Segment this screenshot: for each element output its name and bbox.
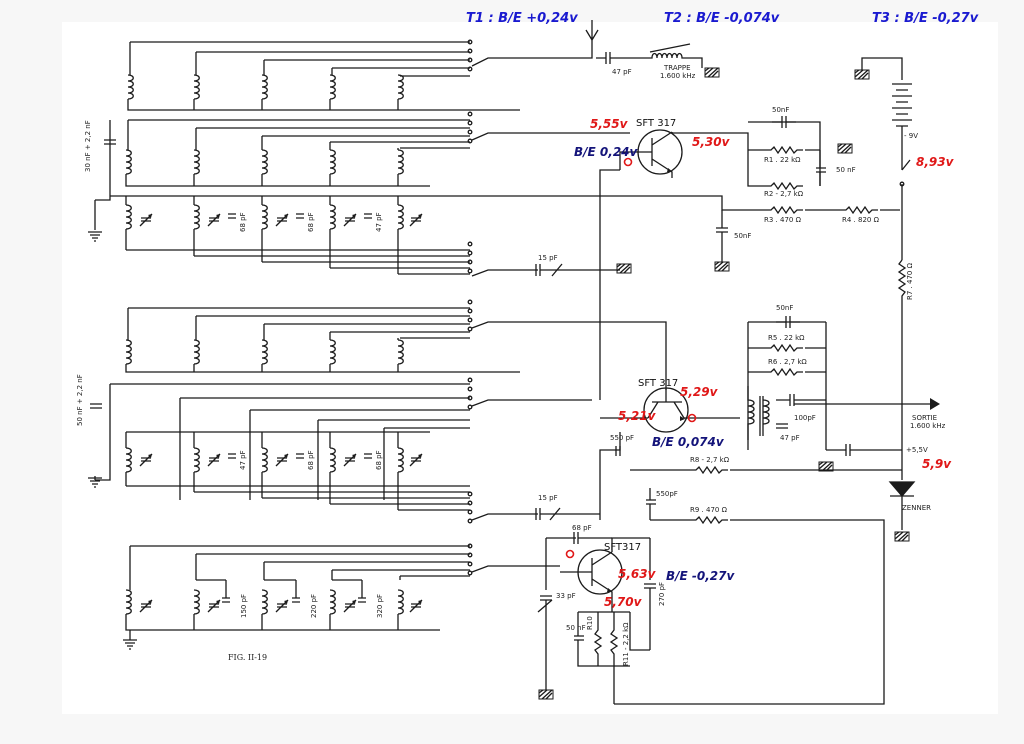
q2-label: SFT 317 <box>638 378 678 389</box>
plus55-label: +5,5V <box>906 446 928 454</box>
c-50c-label: 50 nF <box>566 624 586 632</box>
c-270-label: 270 pF <box>658 582 666 606</box>
band-1-row3: 68 pF 68 pF 47 pF 15 pF <box>110 195 700 277</box>
t3-be-voltage: B/E -0,27v <box>666 569 735 583</box>
transistor-q1: SFT 317 <box>599 118 700 400</box>
marker-t1 <box>623 157 633 167</box>
supply-voltage: 8,93v <box>916 155 955 169</box>
marker-t3 <box>565 549 575 559</box>
marker-t2 <box>687 413 697 423</box>
c-r3-label: 50nF <box>734 232 751 240</box>
row3-cap-1: 150 pF <box>240 594 248 618</box>
trap-name-label: TRAPPE <box>663 64 691 72</box>
c-550b-label: 550pF <box>656 490 678 498</box>
band-1-row2: 30 nF + 2,2 nF <box>84 111 630 242</box>
r11-label: R11 - 2,2 kΩ <box>622 622 630 666</box>
zener-voltage: 5,9v <box>922 457 952 471</box>
t1-collector-voltage: 5,30v <box>692 135 731 149</box>
band-2-coils <box>125 299 667 390</box>
c-33-label: 33 pF <box>556 592 576 600</box>
sortie-freq-label: 1.600 kHz <box>910 422 946 430</box>
row3-cap-3: 320 pF <box>376 594 384 618</box>
t3-base-voltage: 5,63v <box>618 567 657 581</box>
figure-caption: FIG. II-19 <box>228 653 267 662</box>
t1-base-voltage: 5,55v <box>590 117 629 131</box>
t2-base-voltage: 5,29v <box>680 385 719 399</box>
sortie-label: SORTIE <box>912 414 937 422</box>
bias-resistors: R8 - 2,7 kΩ 550pF R9 . 470 Ω <box>614 456 902 705</box>
band-2-row3: 47 pF 68 pF 68 pF 15 pF <box>125 431 600 524</box>
r10-label: R10 <box>586 616 594 630</box>
q1-label: SFT 317 <box>636 118 676 129</box>
trap-freq-label: 1.600 kHz <box>660 72 696 80</box>
c-mid-label: 50 nF <box>836 166 856 174</box>
c-550-label: 550 pF <box>610 434 634 442</box>
c-47b-label: 47 pF <box>780 434 800 442</box>
q3-label: SFT317 <box>604 542 641 553</box>
battery-supply: - 9V R7 . 470 Ω <box>854 57 918 470</box>
trap-cap-label: 47 pF <box>612 68 632 76</box>
c-100-label: 100pF <box>794 414 816 422</box>
row2-cap-1: 47 pF <box>239 450 247 470</box>
r6-label: R6 . 2,7 kΩ <box>768 358 807 366</box>
row1-cap-3: 47 pF <box>375 212 383 232</box>
t3-annotation: T3 : B/E -0,27v <box>872 11 979 26</box>
row3-cap-2: 220 pF <box>310 594 318 618</box>
band-3: 150 pF 220 pF 320 pF FIG. II-19 <box>122 543 560 662</box>
schematic-sheet <box>62 22 998 714</box>
cap-15pf-a-label: 15 pF <box>538 254 558 262</box>
r1-label: R1 . 22 kΩ <box>764 156 801 164</box>
r5-label: R5 . 22 kΩ <box>768 334 805 342</box>
c-top-label: 50nF <box>772 106 789 114</box>
t1-be-voltage: B/E 0,24v <box>574 145 639 159</box>
c-68-label: 68 pF <box>572 524 592 532</box>
r9-label: R9 . 470 Ω <box>690 506 728 514</box>
band-2-row2: 50 nF + 2,2 nF <box>76 374 592 500</box>
band-1-coils <box>127 20 599 111</box>
r4-label: R4 . 820 Ω <box>842 216 880 224</box>
handwritten-annotations: T1 : B/E +0,24v T2 : B/E -0,074v T3 : B/… <box>466 11 979 609</box>
row2-cap-2: 68 pF <box>307 450 315 470</box>
t2-emitter-voltage: 5,21v <box>618 409 657 423</box>
zener-label: ZENNER <box>902 504 931 512</box>
row2-cap-3: 68 pF <box>375 450 383 470</box>
r2-label: R2 - 2,7 kΩ <box>764 190 804 198</box>
cap-left-1-label: 30 nF + 2,2 nF <box>84 120 92 172</box>
r7-label: R7 . 470 Ω <box>906 262 914 300</box>
q1-collector-network: 50nF R1 . 22 kΩ R2 - 2,7 kΩ 50 nF R3 . 4… <box>700 106 900 272</box>
c-50b-label: 50nF <box>776 304 793 312</box>
q2-collector-network: 50nF R5 . 22 kΩ R6 . 2,7 kΩ 100pF 47 pF … <box>747 304 946 472</box>
t2-annotation: T2 : B/E -0,074v <box>664 11 780 26</box>
trap-filter: 47 pF TRAPPE 1.600 kHz <box>595 43 720 80</box>
row1-cap-2: 68 pF <box>307 212 315 232</box>
t3-emitter-voltage: 5,70v <box>604 595 643 609</box>
row1-cap-1: 68 pF <box>239 212 247 232</box>
zener-diode: ZENNER <box>888 470 931 542</box>
cap-left-2-label: 50 nF + 2,2 nF <box>76 374 84 426</box>
battery-label: - 9V <box>904 132 918 140</box>
t1-annotation: T1 : B/E +0,24v <box>466 11 578 26</box>
r8-label: R8 - 2,7 kΩ <box>690 456 730 464</box>
r3-label: R3 . 470 Ω <box>764 216 802 224</box>
cap-15pf-b-label: 15 pF <box>538 494 558 502</box>
transistor-q2: SFT 317 550 pF <box>599 378 740 520</box>
t2-be-voltage: B/E 0,074v <box>652 435 725 449</box>
transistor-q3: SFT317 68 pF 33 pF 270 pF 50 nF R11 - 2,… <box>537 524 666 704</box>
